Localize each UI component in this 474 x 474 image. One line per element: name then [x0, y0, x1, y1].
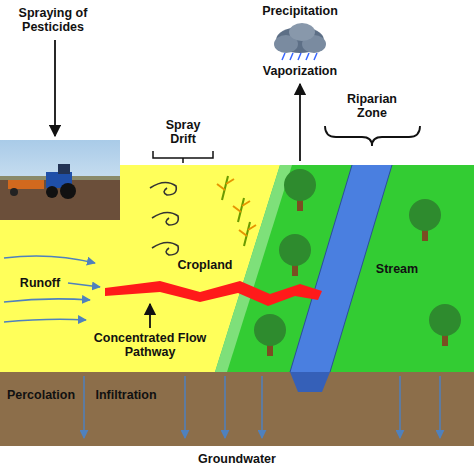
label-text: Percolation: [7, 388, 75, 402]
label-text: Concentrated Flow Pathway: [91, 331, 209, 360]
label-text: Riparian Zone: [336, 92, 408, 121]
label-text: Infiltration: [95, 388, 156, 402]
label-text: Groundwater: [198, 452, 276, 466]
drift-swirl: [150, 182, 178, 255]
bracket: [325, 126, 420, 146]
stream-notch: [290, 372, 330, 392]
pointer-arrow: [54, 40, 56, 136]
tractor-photo: [0, 140, 120, 220]
runoff-arrow: [4, 256, 100, 322]
tree: [429, 304, 461, 346]
tree: [409, 199, 441, 241]
crop-plant: [217, 176, 256, 246]
infiltration-arrow: [84, 376, 440, 438]
tree: [254, 314, 286, 356]
label-text: Vaporization: [263, 64, 337, 78]
label-text: Runoff: [20, 276, 60, 290]
vapor-arrow: [299, 84, 301, 161]
label-text: Spray Drift: [157, 118, 209, 147]
rain-cloud: [274, 23, 326, 60]
flow-pathway: [105, 281, 322, 306]
label-text: Cropland: [178, 258, 233, 272]
soil-face: [0, 372, 474, 446]
pointer-arrow: [149, 304, 151, 328]
tree: [279, 234, 311, 276]
bracket: [153, 151, 213, 163]
label-text: Spraying of Pesticides: [3, 6, 103, 35]
riparian-surface: [215, 165, 474, 372]
label-text: Stream: [376, 262, 418, 276]
tree: [284, 169, 316, 211]
label-text: Precipitation: [262, 4, 338, 18]
